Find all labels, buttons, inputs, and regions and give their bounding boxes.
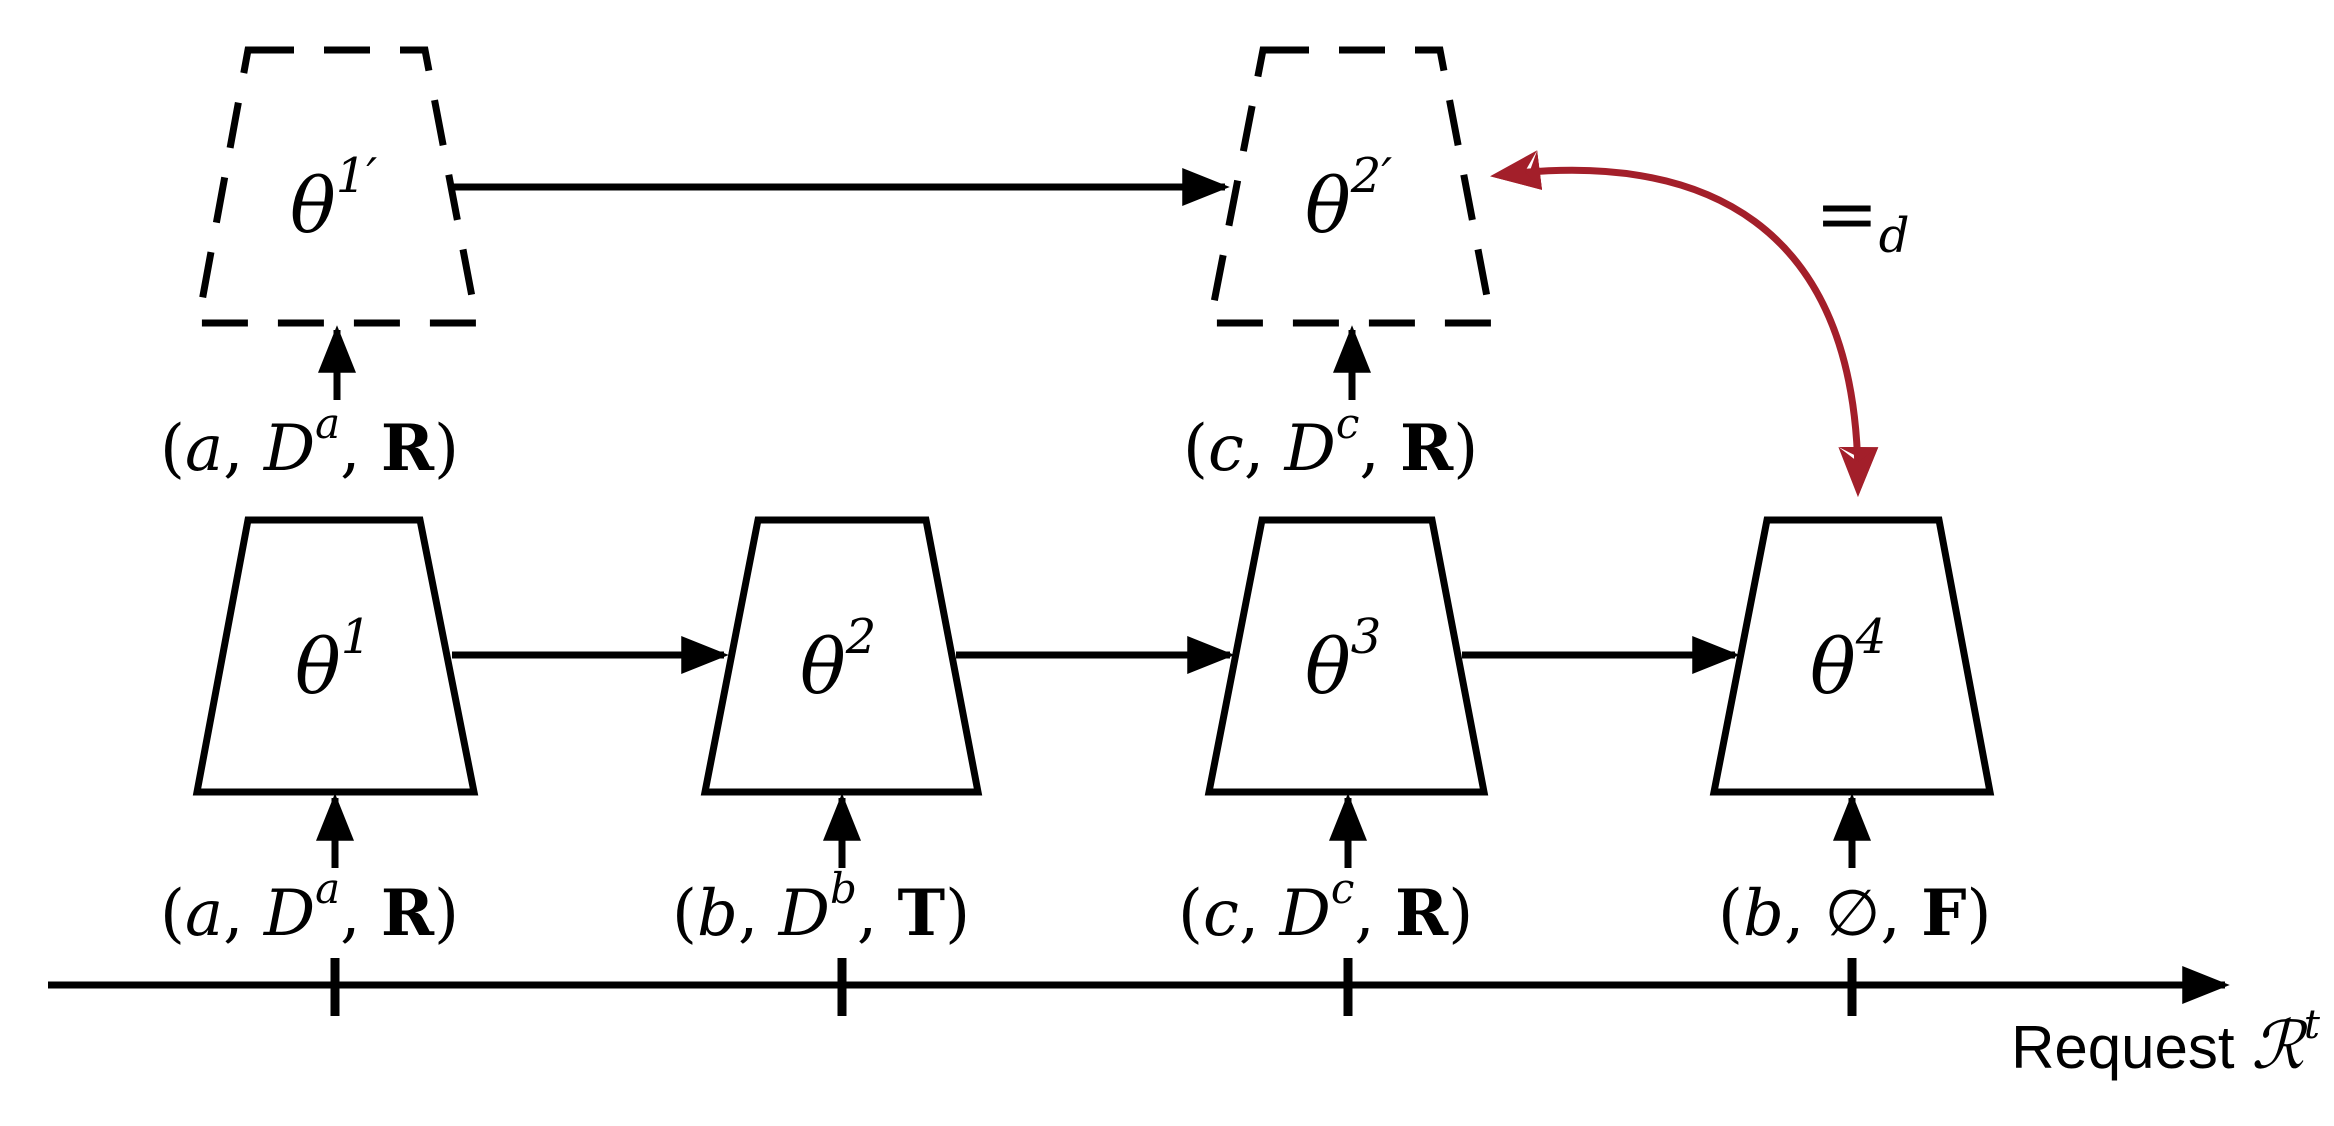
request-4-tuple: (b, ∅, F) bbox=[1718, 876, 1991, 951]
model-theta4-shape bbox=[1709, 516, 1995, 796]
model-theta1-shape bbox=[192, 516, 479, 796]
request-3-tuple: (c, Dc, R) bbox=[1178, 864, 1473, 951]
request-2-tuple: (b, Db, T) bbox=[672, 864, 970, 951]
model-theta3-shape bbox=[1204, 516, 1489, 796]
request-1-tuple: (a, Da, R) bbox=[160, 864, 459, 951]
shadow-model-theta2p-shape bbox=[1205, 46, 1497, 327]
model-theta3-label: θ3 bbox=[1305, 609, 1381, 711]
model-theta2-label: θ2 bbox=[800, 609, 876, 711]
distribution-equality-arrow bbox=[1490, 150, 1879, 497]
model-theta2-shape bbox=[700, 516, 983, 796]
model-theta1-label: θ1 bbox=[295, 609, 371, 711]
timeline-axis-label: Request ℛt bbox=[2011, 1002, 2321, 1084]
distribution-equality-label: =d bbox=[1815, 169, 1909, 264]
shadow-request-2-tuple: (c, Dc, R) bbox=[1183, 399, 1478, 486]
model-theta4-label: θ4 bbox=[1810, 609, 1886, 711]
shadow-model-theta2p-label: θ2′ bbox=[1305, 148, 1392, 250]
shadow-model-theta1p-label: θ1′ bbox=[290, 148, 377, 250]
shadow-request-1-tuple: (a, Da, R) bbox=[160, 399, 459, 486]
shadow-model-theta1p-shape bbox=[193, 46, 482, 327]
